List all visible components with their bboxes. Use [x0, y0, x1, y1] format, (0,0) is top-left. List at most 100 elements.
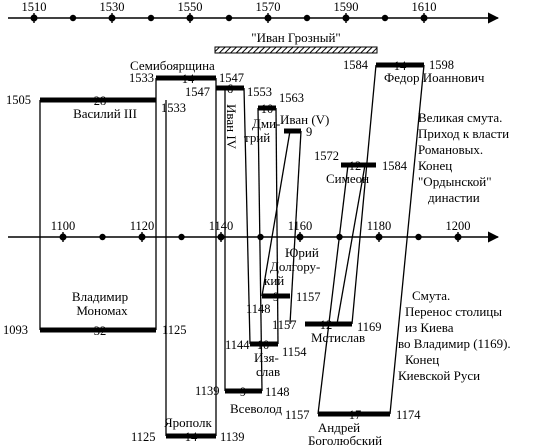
troubles-line-1: Смута.	[412, 288, 450, 303]
yury-duration: 9	[273, 290, 279, 304]
yaropolk-start: 1125	[131, 430, 156, 444]
ivan4-end: 1553	[247, 85, 272, 99]
top-axis-tick-label: 1590	[334, 0, 359, 14]
semiboyar-start: 1533	[129, 71, 154, 85]
yury-start: 1148	[246, 302, 271, 316]
mstislav-name: Мстислав	[311, 330, 365, 345]
simeon-duration: 12	[349, 159, 362, 173]
dmitry-name-2: трий	[244, 130, 270, 145]
izyaslav-duration: 10	[257, 338, 270, 352]
izyaslav-name-1: Изя-	[254, 350, 279, 365]
mid-axis-tick-dot	[454, 233, 462, 241]
mid-axis-tick-dot	[138, 233, 146, 241]
troubles-line-5: Конец	[405, 352, 439, 367]
top-axis-tick-dot	[30, 14, 38, 22]
vsevolod-name: Всеволод	[230, 401, 282, 416]
great-troubles-line-4: Конец	[418, 158, 452, 173]
monomakh-name-2: Мономах	[76, 303, 128, 318]
monomakh-end: 1125	[162, 323, 187, 337]
mid-axis-tick-label: 1160	[288, 219, 313, 233]
top-axis-tick-dot	[342, 14, 350, 22]
connector-1598-1174	[389, 64, 425, 415]
vsevolod-end: 1148	[265, 385, 290, 399]
top-axis-tick-label: 1570	[256, 0, 281, 14]
troubles-line-3: из Киева	[405, 320, 454, 335]
upper-labels: 1505 28 Василий III 1533 Семибоярщина 15…	[6, 58, 509, 205]
dmitry-name-1: Дми-	[252, 116, 280, 131]
yaropolk-name: Ярополк	[164, 415, 212, 430]
yury-end: 1157	[296, 290, 321, 304]
dmitry-duration: 10	[261, 102, 274, 116]
semiboyar-end: 1547	[219, 71, 244, 85]
simeon-name: Симеон	[326, 171, 369, 186]
connector-ivan5-yury	[261, 130, 291, 297]
vasily-duration: 28	[94, 94, 107, 108]
top-axis-tick-label: 1530	[100, 0, 125, 14]
top-axis-tick-label: 1550	[178, 0, 203, 14]
yury-name-3: кий	[264, 273, 284, 288]
andrey-name-1: Андрей	[318, 420, 360, 435]
yury-name-2: Долгору-	[270, 259, 320, 274]
vasily-start: 1505	[6, 93, 31, 107]
izyaslav-name-2: слав	[256, 364, 280, 379]
yaropolk-duration: 14	[185, 430, 198, 444]
andrey-name-2: Боголюбский	[308, 433, 382, 448]
great-troubles-line-1: Великая смута.	[418, 110, 502, 125]
ivan-grozny-label: "Иван Грозный"	[251, 30, 340, 45]
great-troubles-line-5: "Ордынской"	[418, 174, 492, 189]
vsevolod-duration: 9	[240, 385, 246, 399]
mid-axis-tick-dot	[99, 233, 106, 241]
ivan4-start: 1547	[185, 85, 210, 99]
connector-1553-1144	[243, 87, 251, 345]
top-axis-tick-label: 1510	[22, 0, 47, 14]
reign-bars	[40, 62, 424, 439]
andrey-duration: 17	[349, 408, 362, 422]
izyaslav-start: 1144	[225, 338, 250, 352]
mid-axis-tick-dot	[375, 233, 383, 241]
andrey-start: 1157	[285, 408, 310, 422]
troubles-line-2: Перенос столицы	[405, 304, 502, 319]
mid-axis-tick-label: 1140	[209, 219, 234, 233]
mid-axis-tick-dot	[257, 233, 264, 241]
mid-axis-tick-dot	[296, 233, 304, 241]
fedor-name: Федор Иоаннович	[384, 70, 485, 85]
great-troubles-line-3: Романовых.	[418, 142, 483, 157]
connector-lines	[39, 64, 425, 436]
great-troubles-line-2: Приход к власти	[418, 126, 509, 141]
vasily-end: 1533	[161, 101, 186, 115]
mstislav-end: 1169	[357, 320, 382, 334]
vsevolod-start: 1139	[195, 384, 220, 398]
connector-ivan5-1157	[289, 130, 302, 325]
yury-name-1: Юрий	[285, 245, 319, 260]
troubles-line-4: во Владимир (1169).	[398, 336, 511, 351]
monomakh-start: 1093	[3, 323, 28, 337]
mid-axis-tick-label: 1100	[51, 219, 76, 233]
top-axis-tick-dot	[264, 14, 272, 22]
ivan4-name: Иван IV	[224, 104, 239, 150]
connector-1563-1154	[275, 107, 279, 345]
vasily-name: Василий III	[73, 106, 137, 121]
fedor-duration: 14	[394, 59, 407, 73]
mid-axis-tick-dot	[415, 233, 422, 241]
connector-simeon-mstislav	[336, 164, 366, 325]
monomakh-name-1: Владимир	[72, 289, 128, 304]
mid-axis-tick-label: 1180	[367, 219, 392, 233]
top-axis-tick-dot	[186, 14, 194, 22]
yaropolk-end: 1139	[220, 430, 245, 444]
fedor-start: 1584	[343, 58, 369, 72]
top-axis-tick-dot	[225, 14, 233, 22]
simeon-end: 1584	[382, 159, 408, 173]
dmitry-end: 1563	[279, 91, 304, 105]
top-axis-tick-dot	[420, 14, 428, 22]
troubles-line-6: Киевской Руси	[398, 368, 480, 383]
ivan5-duration: 9	[306, 125, 312, 139]
ivan5-name: Иван (V)	[280, 112, 329, 127]
semiboyar-duration: 14	[182, 72, 195, 86]
top-axis-tick-dot	[303, 14, 311, 22]
connector-1572-andrey	[317, 164, 349, 415]
monomakh-duration: 32	[94, 324, 107, 338]
top-axis-tick-dot	[69, 14, 77, 22]
